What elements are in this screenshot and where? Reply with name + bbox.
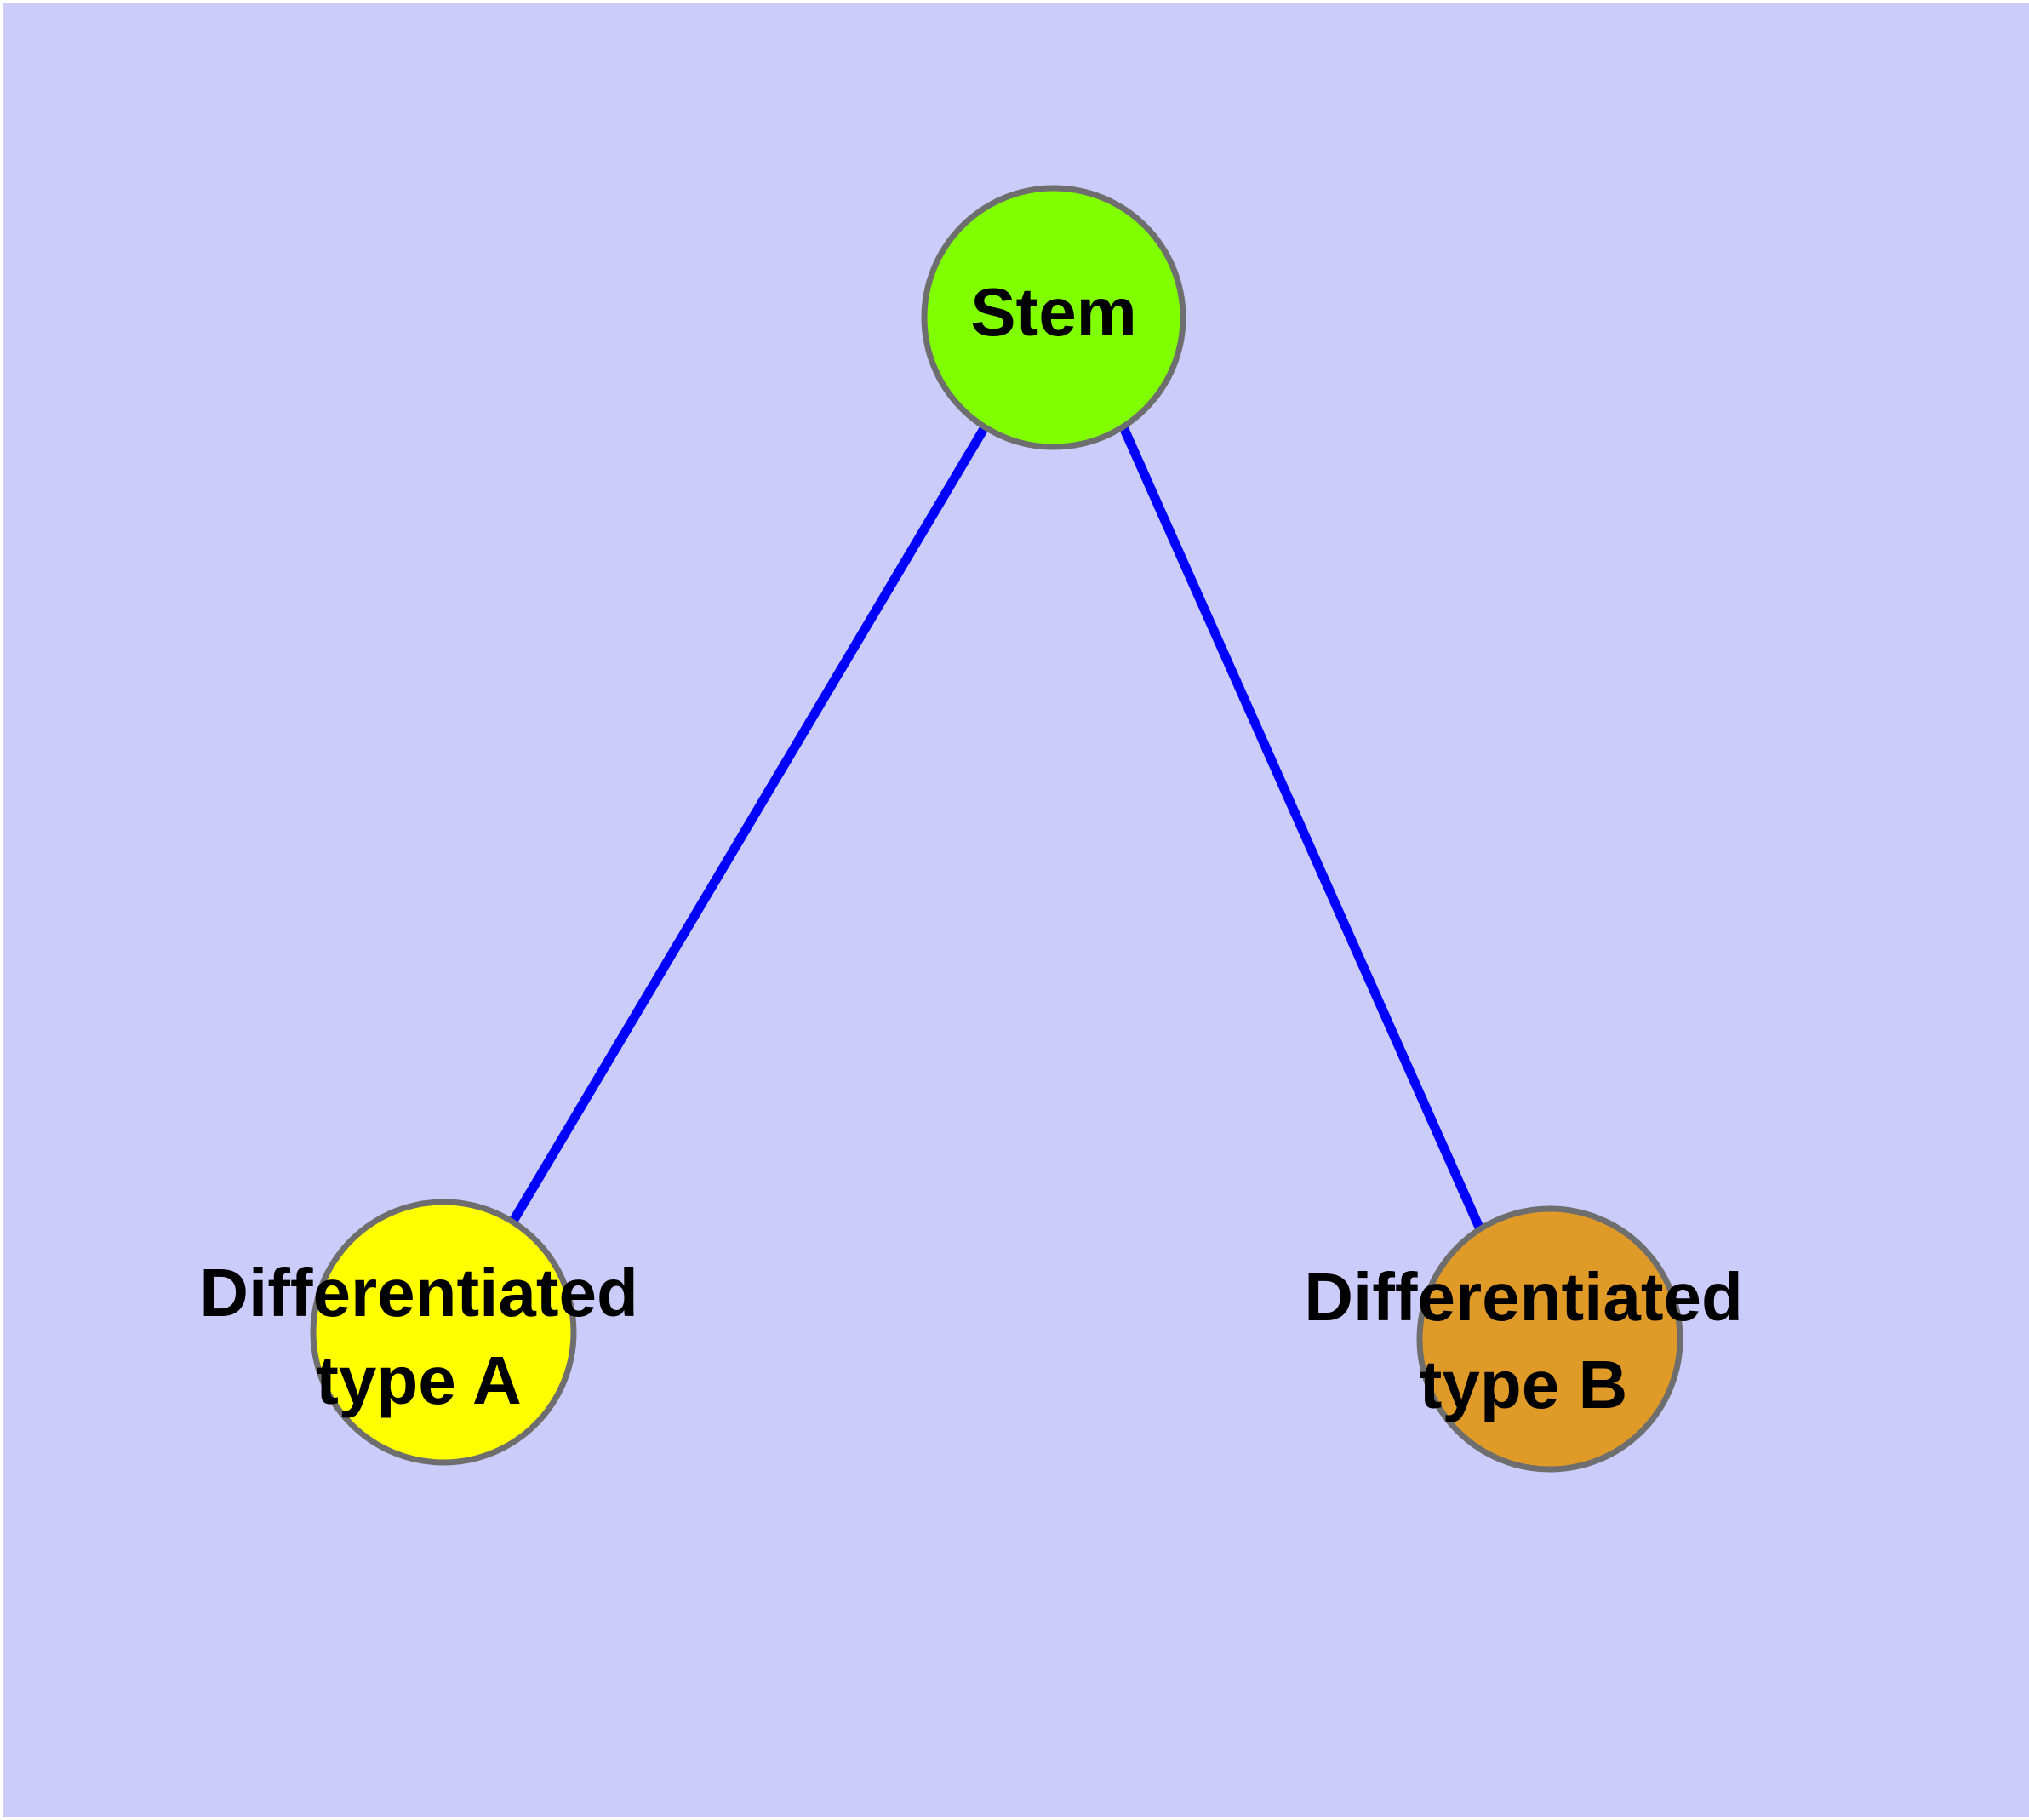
node-differentiated-type-b-label-line2: type B	[1420, 1347, 1628, 1422]
node-differentiated-type-a-label-line1: Differentiated	[199, 1255, 638, 1331]
node-differentiated-type-b[interactable]: Differentiated type B	[1304, 1205, 1743, 1473]
node-layer: Stem Differentiated type A Differentiate…	[199, 185, 1743, 1473]
node-differentiated-type-b-circle[interactable]	[1416, 1205, 1683, 1473]
node-stem[interactable]: Stem	[921, 185, 1186, 450]
edge-stem-to-diff-a[interactable]	[508, 425, 989, 1225]
node-stem-label: Stem	[970, 274, 1137, 350]
node-differentiated-type-a[interactable]: Differentiated type A	[199, 1199, 638, 1466]
node-differentiated-type-a-label-line2: type A	[316, 1342, 522, 1418]
node-differentiated-type-b-label-line1: Differentiated	[1304, 1259, 1743, 1335]
node-differentiated-type-a-circle[interactable]	[310, 1199, 577, 1466]
edge-stem-to-diff-b[interactable]	[1118, 425, 1485, 1232]
node-stem-circle[interactable]	[921, 185, 1186, 450]
edge-layer	[508, 425, 1485, 1232]
